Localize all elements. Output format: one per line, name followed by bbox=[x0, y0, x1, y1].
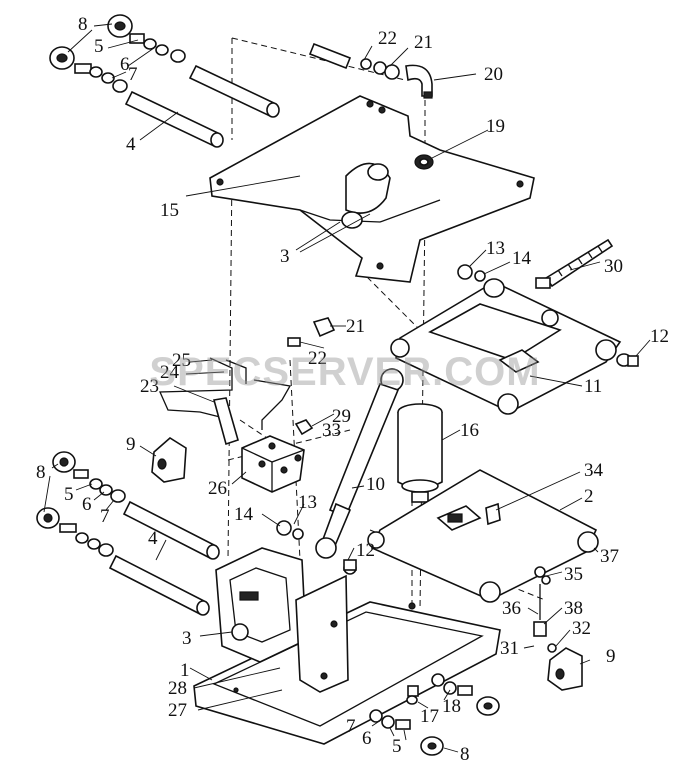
callout-22: 22 bbox=[308, 348, 327, 369]
lower-left-fasteners bbox=[36, 451, 126, 557]
callout-13: 13 bbox=[298, 492, 317, 513]
watermark-text: SPECSERVER.COM bbox=[149, 350, 541, 394]
callout-14: 14 bbox=[512, 248, 532, 269]
upper-frame bbox=[209, 95, 535, 283]
upper-plug bbox=[616, 353, 639, 367]
callout-numbers: 8 5 6 7 22 21 20 4 19 15 3 13 14 30 21 1… bbox=[36, 14, 669, 765]
base-frame bbox=[193, 547, 501, 745]
lower-plug bbox=[343, 559, 357, 575]
callout-10: 10 bbox=[366, 474, 385, 495]
shock-absorber bbox=[315, 368, 404, 559]
callout-19: 19 bbox=[486, 116, 505, 137]
leader-lines bbox=[43, 23, 651, 753]
callout-30: 30 bbox=[604, 256, 623, 277]
upper-left-fasteners bbox=[49, 14, 186, 93]
callout-20: 20 bbox=[484, 64, 503, 85]
callout-31: 31 bbox=[500, 638, 519, 659]
callout-11: 11 bbox=[584, 376, 602, 397]
callout-37: 37 bbox=[600, 546, 619, 567]
cable-tie bbox=[535, 238, 614, 289]
callout-6: 6 bbox=[120, 54, 130, 75]
callout-15: 15 bbox=[160, 200, 179, 221]
mid-left-fasteners bbox=[276, 520, 304, 540]
callout-36: 36 bbox=[502, 598, 521, 619]
callout-16: 16 bbox=[460, 420, 479, 441]
callout-8: 8 bbox=[36, 462, 46, 483]
callout-25: 25 bbox=[172, 350, 191, 371]
upper-buffer bbox=[151, 437, 187, 483]
callout-9: 9 bbox=[606, 646, 616, 667]
callout-27: 27 bbox=[168, 700, 187, 721]
callout-7: 7 bbox=[346, 716, 356, 737]
callout-13: 13 bbox=[486, 238, 505, 259]
upper-pins bbox=[124, 64, 280, 148]
callout-17: 17 bbox=[420, 706, 439, 727]
small-nut bbox=[294, 419, 314, 436]
callout-14: 14 bbox=[234, 504, 254, 525]
callout-6: 6 bbox=[82, 494, 92, 515]
air-spring bbox=[397, 403, 443, 503]
callout-24: 24 bbox=[160, 362, 180, 383]
callout-4: 4 bbox=[148, 528, 158, 549]
air-hoses bbox=[159, 357, 292, 446]
upper-bolt-and-elbow bbox=[308, 42, 433, 99]
callout-29: 29 bbox=[332, 406, 351, 427]
height-valve-linkage bbox=[533, 566, 557, 653]
callout-5: 5 bbox=[392, 736, 402, 757]
callout-12: 12 bbox=[650, 326, 669, 347]
scissor-arm-upper bbox=[390, 278, 622, 415]
valve-block bbox=[241, 435, 305, 493]
callout-3: 3 bbox=[182, 628, 192, 649]
callout-18: 18 bbox=[442, 696, 461, 717]
callout-34: 34 bbox=[584, 460, 604, 481]
callout-32: 32 bbox=[572, 618, 591, 639]
callout-9: 9 bbox=[126, 434, 136, 455]
callout-12: 12 bbox=[356, 540, 375, 561]
callout-7: 7 bbox=[100, 506, 110, 527]
upper-right-fasteners bbox=[457, 264, 486, 282]
sensor-bracket bbox=[485, 502, 501, 526]
callout-38: 38 bbox=[564, 598, 583, 619]
callout-21: 21 bbox=[414, 32, 433, 53]
lower-buffer bbox=[547, 647, 583, 691]
callout-22: 22 bbox=[378, 28, 397, 49]
callout-4: 4 bbox=[126, 134, 136, 155]
callout-8: 8 bbox=[78, 14, 88, 35]
callout-21: 21 bbox=[346, 316, 365, 337]
callout-7: 7 bbox=[128, 64, 138, 85]
callout-3: 3 bbox=[280, 246, 290, 267]
callout-26: 26 bbox=[208, 478, 227, 499]
bottom-fasteners bbox=[369, 673, 500, 756]
lower-pins bbox=[108, 500, 220, 616]
mid-bolt bbox=[287, 317, 336, 347]
callout-5: 5 bbox=[94, 36, 104, 57]
callout-1: 1 bbox=[180, 660, 190, 681]
callout-28: 28 bbox=[168, 678, 187, 699]
callout-33: 33 bbox=[322, 420, 341, 441]
callout-8: 8 bbox=[460, 744, 470, 765]
callout-5: 5 bbox=[64, 484, 74, 505]
callout-6: 6 bbox=[362, 728, 372, 749]
callout-23: 23 bbox=[140, 376, 159, 397]
callout-35: 35 bbox=[564, 564, 583, 585]
callout-2: 2 bbox=[584, 486, 594, 507]
